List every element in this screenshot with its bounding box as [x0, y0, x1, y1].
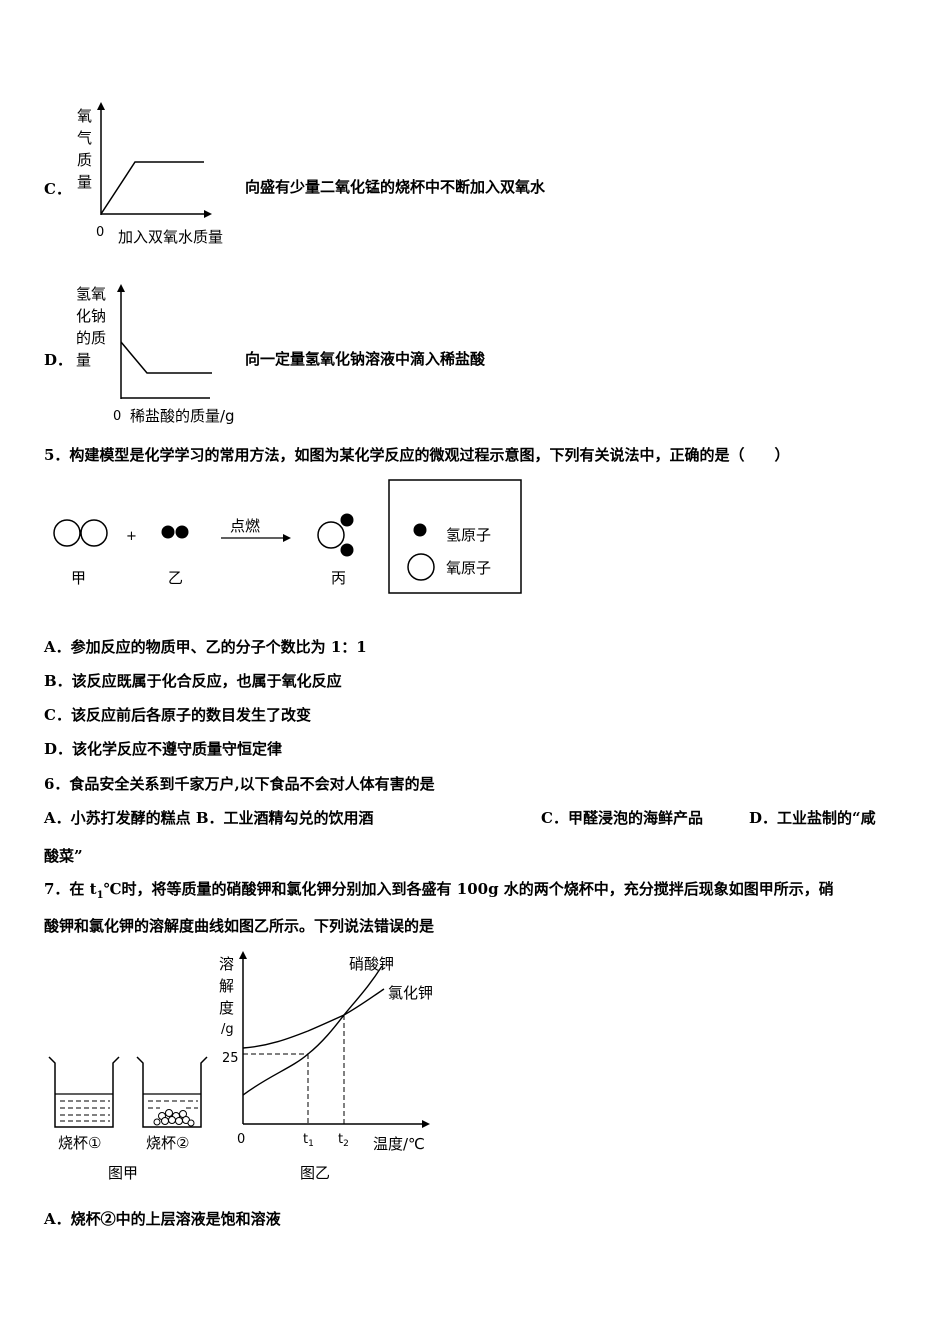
- q5-option-d[interactable]: D．该化学反应不遵守质量守恒定律: [44, 740, 283, 758]
- legend-oxygen-icon: [407, 553, 435, 581]
- beaker-2: [136, 1056, 208, 1128]
- oxygen-atom: [53, 519, 81, 547]
- figure-jia-caption: 图甲: [108, 1164, 138, 1182]
- reaction-diagram: 甲 + 乙 点燃 丙 氢原子 氧原子: [53, 479, 522, 594]
- arrow-label: 点燃: [230, 517, 260, 535]
- beaker-1: [48, 1056, 120, 1128]
- beaker-1-label: 烧杯①: [58, 1134, 101, 1152]
- legend-box: [388, 479, 522, 594]
- graph-d-ylabel-3: 的质: [76, 329, 106, 347]
- graph-d-caption: 向一定量氢氧化钠溶液中滴入稀盐酸: [245, 350, 486, 368]
- label-yi: 乙: [168, 569, 183, 587]
- tick-t1: t1: [303, 1132, 314, 1149]
- reaction-arrow-head: [283, 534, 291, 542]
- option-c-letter: C．: [44, 180, 71, 198]
- graph-d-ylabel-4: 量: [76, 351, 91, 369]
- oxygen-atom: [80, 519, 108, 547]
- graph-d-ylabel-2: 化钠: [76, 307, 106, 325]
- yi-x-arrow: [422, 1120, 430, 1128]
- legend-hydrogen-label: 氢原子: [446, 526, 491, 544]
- graph-d-plot: 氢氧 化钠 的质 量 0 稀盐酸的质量/g: [76, 284, 235, 425]
- legend-oxygen-label: 氧原子: [446, 559, 491, 577]
- yi-y-arrow: [239, 951, 247, 959]
- graph-c-ylabel-1: 氧: [77, 107, 92, 125]
- question-7-stem: 7．在 t1℃时，将等质量的硝酸钾和氯化钾分别加入到各盛有 100g 水的两个烧…: [44, 880, 834, 901]
- hydrogen-atom: [340, 543, 354, 557]
- curve-label-kcl: 氯化钾: [388, 984, 433, 1002]
- graph-c-curve: [100, 161, 204, 215]
- question-5-stem: 5．构建模型是化学学习的常用方法，如图为某化学反应的微观过程示意图，下列有关说法…: [44, 446, 790, 464]
- q5-option-c[interactable]: C．该反应前后各原子的数目发生了改变: [44, 706, 311, 724]
- beaker-2-label: 烧杯②: [146, 1134, 189, 1152]
- option-d-letter: D．: [44, 351, 73, 369]
- graph-c-x-arrow: [204, 210, 212, 218]
- yi-ylabel-2: 解: [219, 977, 234, 995]
- yi-xlabel: 温度/℃: [373, 1135, 425, 1153]
- curve-potassium-nitrate: [242, 965, 383, 1096]
- graph-d-ylabel-1: 氢氧: [76, 285, 106, 303]
- figure-jia-beakers: 烧杯① 烧杯② 图甲: [48, 1056, 208, 1182]
- yi-ylabel-3: 度: [219, 999, 234, 1017]
- graph-d-xlabel: 稀盐酸的质量/g: [130, 407, 235, 425]
- oxygen-atom: [317, 521, 345, 549]
- label-bing: 丙: [331, 569, 346, 587]
- yi-ylabel-4: /g: [221, 1022, 234, 1037]
- label-jia: 甲: [71, 569, 86, 587]
- tick-t2: t2: [338, 1132, 349, 1149]
- hydrogen-atom: [161, 525, 175, 539]
- q6-option-d[interactable]: D．工业盐制的“咸: [749, 809, 876, 827]
- q5-option-b[interactable]: B．该反应既属于化合反应，也属于氧化反应: [44, 672, 342, 690]
- q6-option-c[interactable]: C．甲醛浸泡的海鲜产品: [541, 809, 703, 827]
- graph-c-ylabel-2: 气: [77, 129, 92, 147]
- plus-sign: +: [126, 529, 137, 544]
- graph-d-origin: 0: [113, 409, 121, 424]
- q5-option-a[interactable]: A．参加反应的物质甲、乙的分子个数比为 1：1: [44, 638, 367, 656]
- graph-c-y-arrow: [97, 102, 105, 110]
- yi-origin: 0: [237, 1132, 245, 1147]
- yi-ylabel-1: 溶: [219, 955, 234, 973]
- graph-c-origin: 0: [96, 225, 104, 240]
- graph-d-y-arrow: [117, 284, 125, 292]
- undissolved-solid: [153, 1109, 195, 1127]
- graph-c-ylabel-4: 量: [77, 173, 92, 191]
- question-6-stem: 6．食品安全关系到千家万户,以下食品不会对人体有害的是: [44, 775, 435, 793]
- question-7-stem-line2: 酸钾和氯化钾的溶解度曲线如图乙所示。下列说法错误的是: [44, 917, 435, 935]
- figure-yi-solubility-chart: 溶 解 度 /g 25 0 t1 t2 温度/℃ 硝酸钾 氯化钾 图乙: [219, 951, 433, 1182]
- graph-c-plot: 氧 气 质 量 0 加入双氧水质量: [77, 102, 223, 246]
- tick-25: 25: [222, 1051, 239, 1066]
- legend-hydrogen-icon: [413, 523, 427, 537]
- curve-label-kno3: 硝酸钾: [349, 955, 394, 973]
- hydrogen-atom: [340, 513, 354, 527]
- graph-c-xlabel: 加入双氧水质量: [118, 228, 223, 246]
- graph-c-caption: 向盛有少量二氧化锰的烧杯中不断加入双氧水: [245, 178, 546, 196]
- graph-c-ylabel-3: 质: [77, 151, 92, 169]
- q6-option-d-continued: 酸菜”: [44, 847, 83, 865]
- graph-d-curve: [120, 341, 212, 374]
- figure-yi-caption: 图乙: [300, 1164, 330, 1182]
- q6-option-ab[interactable]: A．小苏打发酵的糕点 B．工业酒精勾兑的饮用酒: [44, 809, 374, 827]
- q7-option-a[interactable]: A．烧杯②中的上层溶液是饱和溶液: [44, 1210, 281, 1228]
- curve-potassium-chloride: [242, 988, 385, 1049]
- hydrogen-atom: [175, 525, 189, 539]
